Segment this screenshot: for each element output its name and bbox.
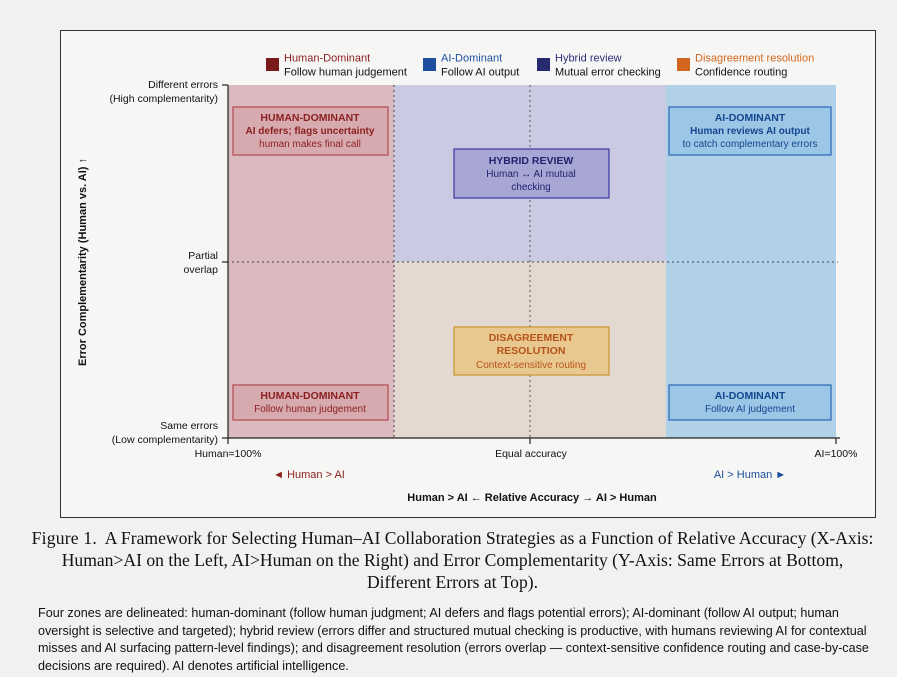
x-axis-title: Human > AI ← Relative Accuracy → AI > Hu… [407, 492, 657, 504]
box-ai-top-title: AI-DOMINANT [715, 112, 786, 124]
legend-swatch-human [266, 58, 279, 71]
box-hybrid [453, 148, 610, 199]
legend-subtitle-hybrid: Mutual error checking [555, 67, 661, 79]
box-human-top-line2: AI defers; flags uncertainty [246, 126, 375, 137]
y-tick-label-mid-2: overlap [184, 264, 219, 276]
x-hint-left: ◄ Human > AI [273, 469, 345, 481]
legend-swatch-hybrid [537, 58, 550, 71]
figure-label: Figure 1. [31, 528, 97, 548]
legend-title-hybrid: Hybrid review [555, 53, 622, 65]
legend-title-ai: AI-Dominant [441, 53, 502, 65]
legend-subtitle-human: Follow human judgement [284, 67, 407, 79]
x-hint-right: AI > Human ► [714, 469, 786, 481]
box-human-top-title: HUMAN-DOMINANT [260, 112, 360, 124]
box-ai-top-line2: Human reviews AI output [690, 126, 810, 137]
box-disagreement-line3: Context-sensitive routing [476, 360, 586, 371]
box-human-bottom [232, 384, 389, 421]
box-ai-top [668, 106, 832, 156]
figure-description: Four zones are delineated: human-dominan… [38, 606, 869, 673]
box-disagreement [453, 326, 610, 376]
figure-caption-text: A Framework for Selecting Human–AI Colla… [61, 528, 874, 592]
box-human-top-line3: human makes final call [259, 139, 361, 150]
legend-title-disagreement: Disagreement resolution [695, 53, 814, 65]
box-ai-bottom-line2: Follow AI judgement [705, 404, 795, 415]
box-hybrid-line3: checking [511, 182, 550, 193]
legend-swatch-disagreement [677, 58, 690, 71]
box-disagreement-title-1: DISAGREEMENT [489, 332, 574, 344]
box-ai-bottom-title: AI-DOMINANT [715, 390, 786, 402]
y-tick-label-bottom-2: (Low complementarity) [112, 434, 218, 446]
box-human-bottom-line2: Follow human judgement [254, 404, 366, 415]
legend-subtitle-disagreement: Confidence routing [695, 67, 787, 79]
box-human-bottom-title: HUMAN-DOMINANT [260, 390, 360, 402]
box-human-top [232, 106, 389, 156]
figure-caption: Figure 1. A Framework for Selecting Huma… [30, 527, 875, 593]
y-tick-label-mid-1: Partial [188, 250, 218, 262]
box-ai-bottom [668, 384, 832, 421]
x-tick-label-right: AI=100% [815, 448, 858, 460]
x-tick-label-center: Equal accuracy [495, 448, 568, 460]
legend-subtitle-ai: Follow AI output [441, 67, 519, 79]
box-hybrid-title: HYBRID REVIEW [489, 155, 574, 167]
y-axis-title: Error Complementarity (Human vs. AI) ↑ [77, 158, 89, 366]
legend-swatch-ai [423, 58, 436, 71]
box-ai-top-line3: to catch complementary errors [682, 139, 817, 150]
box-hybrid-line2: Human ↔ AI mutual [486, 169, 575, 180]
x-tick-label-left: Human=100% [195, 448, 262, 460]
y-tick-label-bottom-1: Same errors [160, 420, 218, 432]
box-disagreement-title-2: RESOLUTION [497, 345, 566, 357]
y-tick-label-top-1: Different errors [148, 79, 218, 91]
legend-title-human: Human-Dominant [284, 53, 370, 65]
y-tick-label-top-2: (High complementarity) [109, 93, 218, 105]
